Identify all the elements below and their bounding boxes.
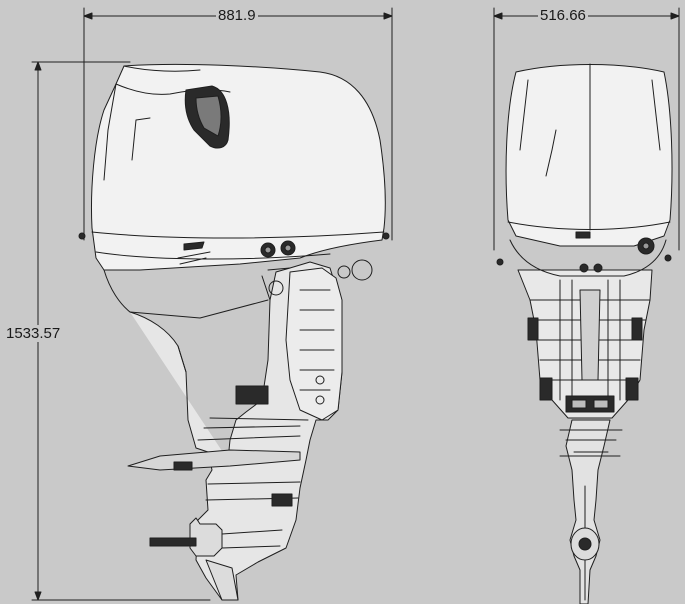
front-hinge-right: [631, 317, 643, 341]
side-tilt-knob: [351, 259, 373, 281]
side-fin-block: [173, 461, 193, 471]
front-cowling: [505, 64, 673, 247]
front-width-label: 516.66: [538, 7, 588, 24]
side-prop-shaft: [149, 537, 197, 547]
side-clamp-bracket: [285, 267, 343, 421]
overall-height-label: 1533.57: [4, 325, 63, 342]
side-trim-tab: [235, 385, 269, 405]
side-cavitation-plate: [127, 449, 301, 471]
side-width-label: 881.9: [216, 7, 258, 24]
side-anode-block: [271, 493, 293, 507]
side-gearcase: [189, 517, 223, 557]
front-hinge-left: [527, 317, 539, 341]
front-lower-unit: [565, 419, 611, 604]
dimension-front-width: [493, 7, 680, 251]
front-view: [496, 63, 673, 604]
side-view: [78, 63, 390, 601]
side-skeg: [205, 559, 239, 601]
side-cowling: [91, 63, 386, 271]
